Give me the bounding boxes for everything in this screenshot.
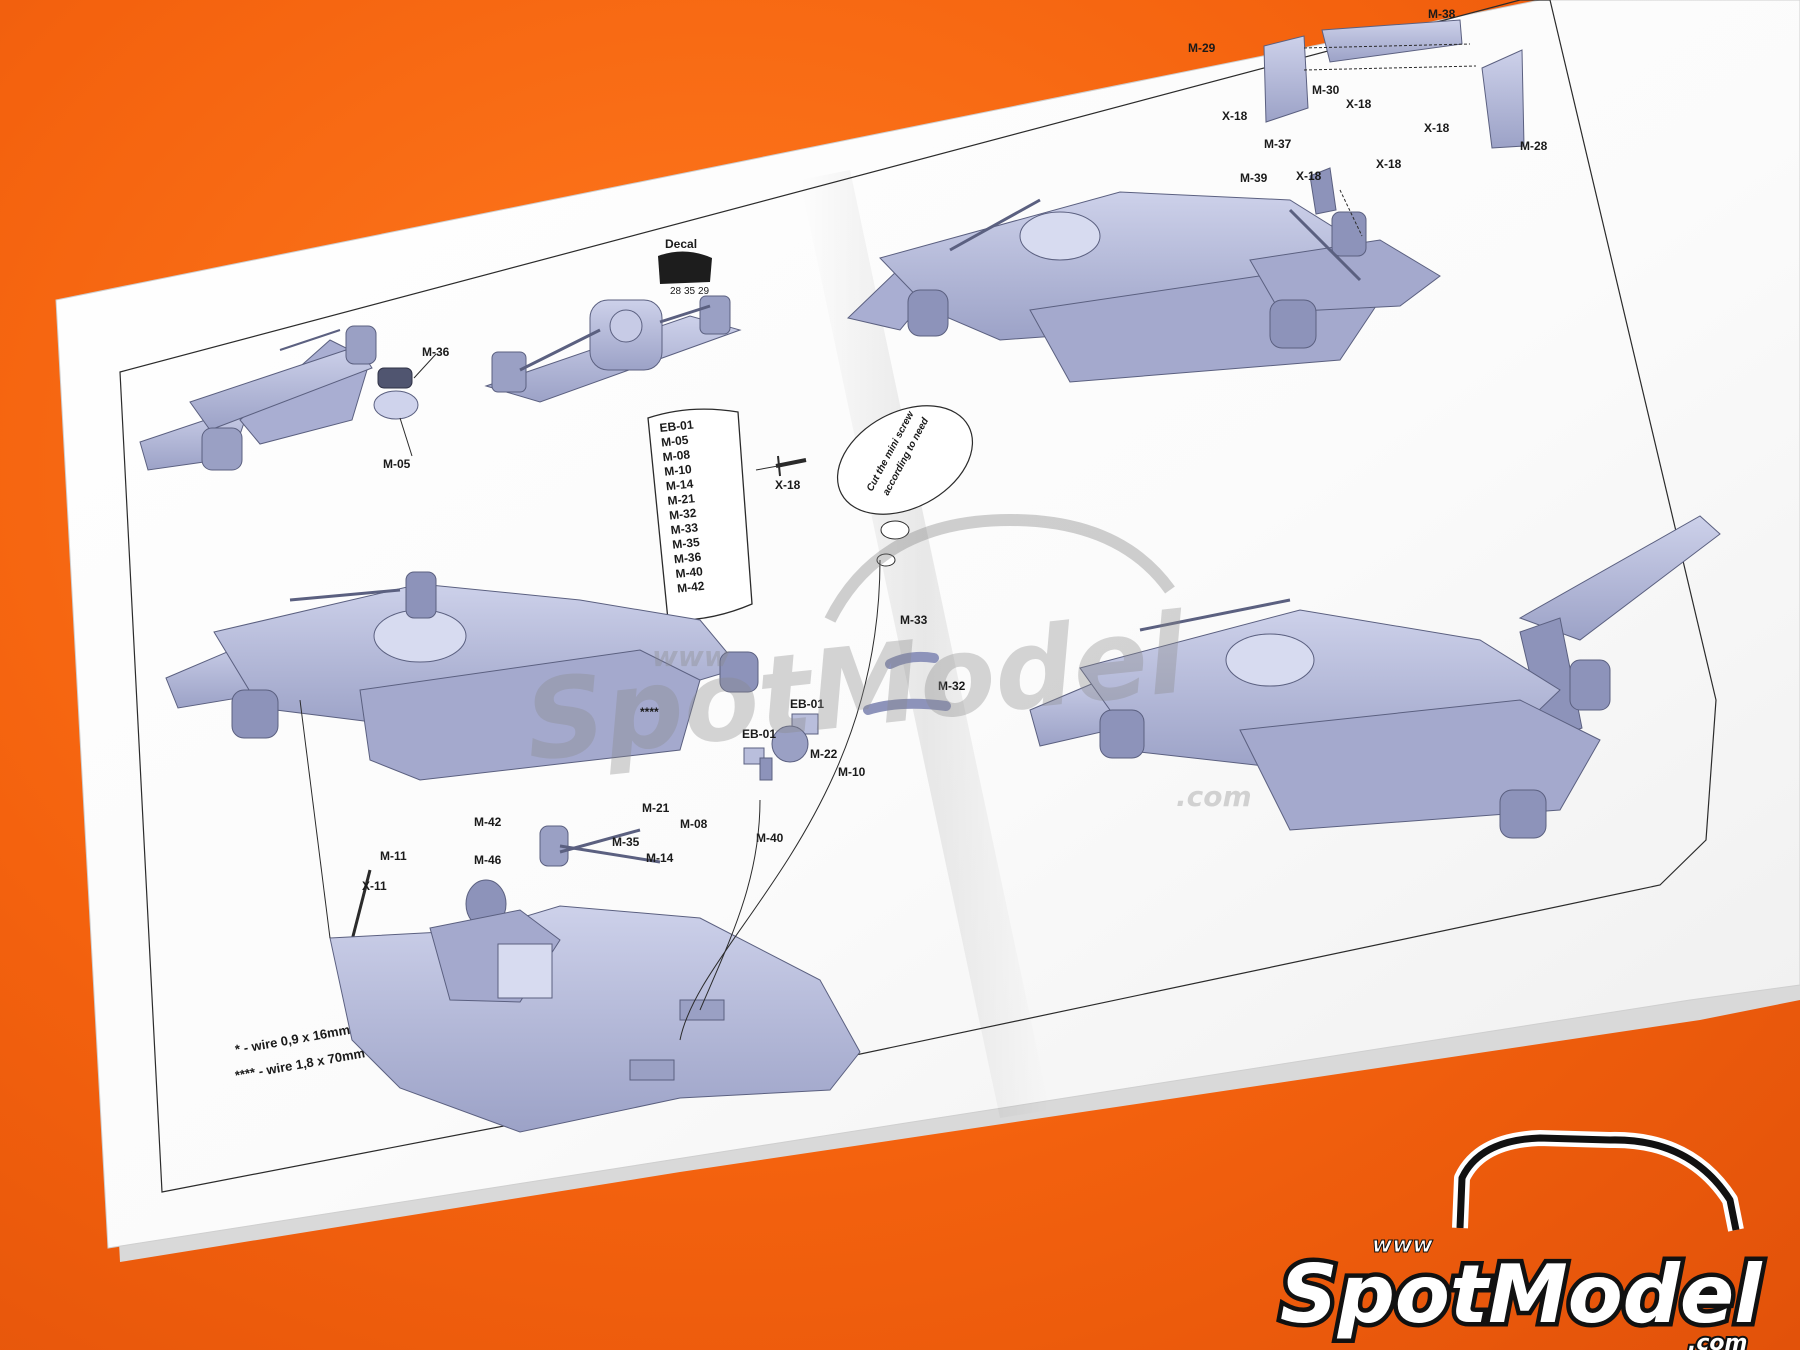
decal-label: Decal — [665, 237, 697, 251]
parts-list-item: M-10 — [664, 462, 693, 479]
parts-list-item: M-36 — [673, 550, 702, 567]
part-label-m42: M-42 — [474, 815, 502, 829]
parts-list-item: EB-01 — [659, 417, 695, 435]
part-label-m28: M-28 — [1520, 139, 1548, 153]
part-label-x18: X-18 — [1424, 121, 1450, 135]
part-label-m14: M-14 — [646, 851, 674, 865]
parts-list-item: M-42 — [676, 579, 705, 596]
screw-icon — [775, 455, 807, 477]
watermark-www: www — [652, 640, 730, 673]
logo-www: www — [1372, 1233, 1434, 1258]
part-label-x18: X-18 — [1222, 109, 1248, 123]
watermark-tld: .com — [1176, 780, 1252, 813]
rear-wing-exploded: M-29 M-30 M-38 M-28 X-18 X-18 X-18 X-18 … — [1188, 7, 1548, 237]
parts-list-item: M-21 — [667, 491, 696, 508]
part-label-eb01: EB-01 — [790, 697, 824, 711]
car-top-right-drawing — [846, 191, 1441, 383]
parts-list-item: M-05 — [660, 433, 689, 450]
part-label-x11: X-11 — [362, 879, 387, 893]
part-label-m32: M-32 — [938, 679, 966, 693]
parts-list-item: M-08 — [662, 447, 691, 464]
parts-list-item: M-14 — [665, 477, 694, 494]
dashboard-part — [377, 367, 413, 389]
part-label-m11: M-11 — [380, 849, 407, 863]
parts-list: EB-01M-05M-08M-10M-14M-21M-32M-33M-35M-3… — [659, 417, 706, 595]
cut-screw-callout: Cut the mini screw according to need — [836, 405, 974, 567]
parts-list-item: M-32 — [668, 506, 697, 523]
decal-number: 28 — [670, 286, 682, 297]
part-label-m38: M-38 — [1428, 7, 1456, 21]
decal-number: 29 — [698, 286, 710, 297]
part-label-x18: X-18 — [1346, 97, 1372, 111]
chassis-floor-drawing — [299, 559, 881, 1133]
spotmodel-logo: www SpotModel .com — [1276, 1130, 1768, 1350]
part-label-m39: M-39 — [1240, 171, 1268, 185]
part-label-m30: M-30 — [1312, 83, 1340, 97]
part-label-m36: M-36 — [422, 345, 450, 359]
exploded-rear-parts: M-33 M-32 EB-01 EB-01 M-22 M-10 M-08 M-4… — [348, 613, 966, 949]
part-label-m22: M-22 — [810, 747, 838, 761]
part-label-eb01: EB-01 — [742, 727, 776, 741]
part-label-m46: M-46 — [474, 853, 502, 867]
parts-list-callout: EB-01M-05M-08M-10M-14M-21M-32M-33M-35M-3… — [647, 408, 807, 621]
part-label-m33: M-33 — [900, 613, 928, 627]
decal-sheet — [658, 251, 712, 284]
front-nose-drawing: M-36 M-05 — [139, 325, 450, 471]
wire-marker: **** — [640, 705, 659, 719]
decal-number: 35 — [684, 286, 696, 297]
logo-brand: SpotModel — [1280, 1248, 1763, 1341]
part-label-m08: M-08 — [680, 817, 708, 831]
part-label-m37: M-37 — [1264, 137, 1292, 151]
part-label-m29: M-29 — [1188, 41, 1216, 55]
part-label-m10: M-10 — [838, 765, 866, 779]
logo-tld: .com — [1688, 1331, 1747, 1350]
decal-preview: Decal 28 35 29 — [658, 237, 712, 297]
part-label-x18: X-18 — [1296, 169, 1322, 183]
page-border — [119, 0, 1717, 1193]
part-label-m35: M-35 — [612, 835, 640, 849]
rear-suspension-drawing — [484, 295, 742, 403]
part-label-m40: M-40 — [756, 831, 784, 845]
parts-list-item: M-35 — [672, 535, 701, 552]
part-label-x18: X-18 — [775, 478, 801, 492]
part-label-m21: M-21 — [642, 801, 670, 815]
parts-list-item: M-33 — [670, 520, 699, 537]
car-middle-left-drawing: **** — [165, 571, 759, 781]
steering-wheel — [373, 390, 419, 420]
part-label-x18: X-18 — [1376, 157, 1402, 171]
parts-list-item: M-40 — [675, 564, 704, 581]
car-bottom-right-drawing — [1029, 515, 1721, 839]
part-label-m05: M-05 — [383, 457, 411, 471]
